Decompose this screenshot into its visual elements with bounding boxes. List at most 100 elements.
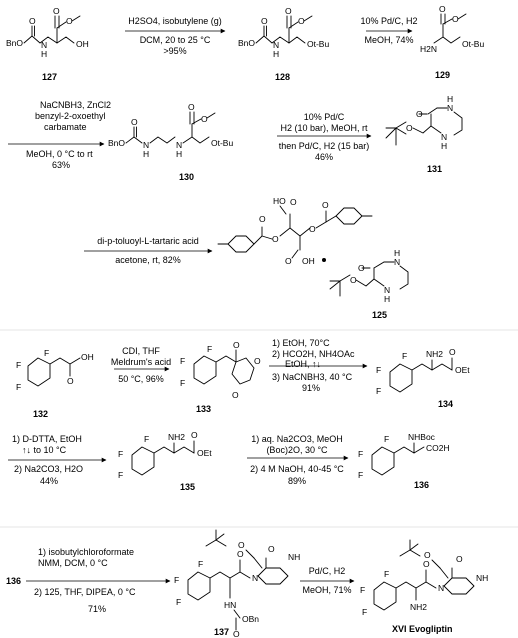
condition-text: 91% <box>302 383 320 393</box>
condition-text: 2) HCO2H, NH4OAc <box>272 349 355 359</box>
condition-text: benzyl-2-oxoethyl <box>35 111 106 121</box>
atom-label: F <box>16 360 21 370</box>
atom-label: F <box>144 434 149 444</box>
atom-label: O <box>290 197 297 207</box>
compound-label: XVI Evogliptin <box>392 624 453 634</box>
atom-label: O <box>67 376 74 386</box>
atom-label: N <box>176 140 182 150</box>
atom-label: F <box>376 386 381 396</box>
structure-134: F F F NH2 O OEt 134 <box>376 347 470 409</box>
structure-125: O O HO O O OH O O O O N H <box>217 196 409 320</box>
atom-label: H <box>441 141 447 151</box>
atom-label: O <box>66 16 73 26</box>
atom-label: F <box>180 356 185 366</box>
condition-text: 2) 4 M NaOH, 40-45 °C <box>250 464 344 474</box>
atom-label: O <box>233 340 240 350</box>
atom-label: OBn <box>242 614 259 624</box>
atom-label: Ot-Bu <box>307 39 329 49</box>
atom-label: H <box>273 49 279 59</box>
atom-label: F <box>207 344 212 354</box>
structure-128: BnO O N H O O Ot-Bu 128 <box>238 6 329 82</box>
atom-label: H2N <box>420 44 437 54</box>
condition-text: MeOH, 74% <box>364 35 413 45</box>
compound-label: 131 <box>427 164 442 174</box>
atom-label: O <box>131 117 138 127</box>
atom-label: N <box>441 132 447 142</box>
atom-label: O <box>309 224 316 234</box>
atom-label: O <box>238 540 245 550</box>
condition-text: 1) aq. Na2CO3, MeOH <box>251 434 343 444</box>
compound-label: 127 <box>42 72 57 82</box>
atom-label: F <box>118 449 123 459</box>
atom-label: N <box>41 40 47 50</box>
condition-text: MeOH, 0 °C to rt <box>26 149 93 159</box>
condition-text: ↑↓ to 10 °C <box>22 445 67 455</box>
condition-text: 50 °C, 96% <box>118 374 164 384</box>
condition-text: 1) isobutylchloroformate <box>38 547 134 557</box>
atom-label: HO <box>273 196 286 206</box>
atom-label: F <box>362 607 367 617</box>
condition-text: acetone, rt, 82% <box>115 255 181 265</box>
atom-label: NH2 <box>410 602 427 612</box>
condition-text: 63% <box>52 160 70 170</box>
atom-label: OEt <box>455 365 470 375</box>
compound-label: 130 <box>179 172 194 182</box>
condition-text: 2) Na2CO3, H2O <box>14 464 83 474</box>
atom-label: NHBoc <box>408 432 436 442</box>
atom-label: H <box>176 149 182 159</box>
atom-label: O <box>191 430 198 440</box>
atom-label: O <box>424 550 431 560</box>
atom-label: F <box>384 569 389 579</box>
condition-text: H2 (10 bar), MeOH, rt <box>280 123 368 133</box>
atom-label: O <box>29 16 36 26</box>
atom-label: N <box>447 103 453 113</box>
atom-label: N <box>384 285 390 295</box>
compound-label: 133 <box>196 404 211 414</box>
atom-label: F <box>180 378 185 388</box>
compound-label: 136 <box>414 480 429 490</box>
atom-label: NH2 <box>168 432 185 442</box>
atom-label: O <box>237 549 244 559</box>
atom-label: NH <box>476 573 488 583</box>
condition-text: (Boc)2O, 30 °C <box>266 445 328 455</box>
atom-label: NH2 <box>426 349 443 359</box>
condition-text: CDI, THF <box>122 346 160 356</box>
condition-text: 1) D-DTTA, EtOH <box>12 434 82 444</box>
condition-text: 2) 125, THF, DIPEA, 0 °C <box>34 587 136 597</box>
compound-label: 134 <box>438 399 453 409</box>
structure-130: BnO O N H N H O O Ot-Bu 130 <box>108 102 233 182</box>
condition-text: Meldrum's acid <box>111 357 171 367</box>
atom-label: OEt <box>197 448 212 458</box>
atom-label: F <box>358 449 363 459</box>
atom-label: O <box>259 214 266 224</box>
atom-label: BnO <box>108 138 125 148</box>
structure-135: F F F NH2 O OEt 135 <box>118 430 212 492</box>
atom-label: F <box>198 559 203 569</box>
atom-label: BnO <box>6 38 23 48</box>
structure-136: F F F NHBoc CO2H 136 <box>358 432 450 490</box>
compound-label: 132 <box>33 409 48 419</box>
condition-text: EtOH, ↑↓ <box>285 359 321 369</box>
atom-label: F <box>402 351 407 361</box>
atom-label: O <box>261 16 268 26</box>
structure-131: O O N H N H 131 <box>385 94 463 174</box>
atom-label: H <box>384 294 390 304</box>
structure-127: BnO O N H O O OH 127 <box>6 6 89 82</box>
compound-label: 129 <box>435 70 450 80</box>
atom-label: H <box>41 49 47 59</box>
atom-label: O <box>358 263 365 273</box>
atom-label: O <box>285 256 292 266</box>
structure-evogliptin: F F F NH2 O N O NH O XVI Evogliptin <box>360 539 488 634</box>
structure-132: F F F O OH 132 <box>16 348 94 419</box>
atom-label: O <box>456 554 463 564</box>
atom-label: OH <box>81 352 94 362</box>
atom-label: O <box>439 4 446 14</box>
atom-label: H <box>394 248 400 258</box>
condition-text: NMM, DCM, 0 °C <box>38 558 108 568</box>
condition-text: then Pd/C, H2 (15 bar) <box>279 141 370 151</box>
atom-label: O <box>233 629 240 638</box>
atom-label: O <box>285 6 292 16</box>
condition-text: MeOH, 71% <box>302 585 351 595</box>
atom-label: O <box>201 114 208 124</box>
